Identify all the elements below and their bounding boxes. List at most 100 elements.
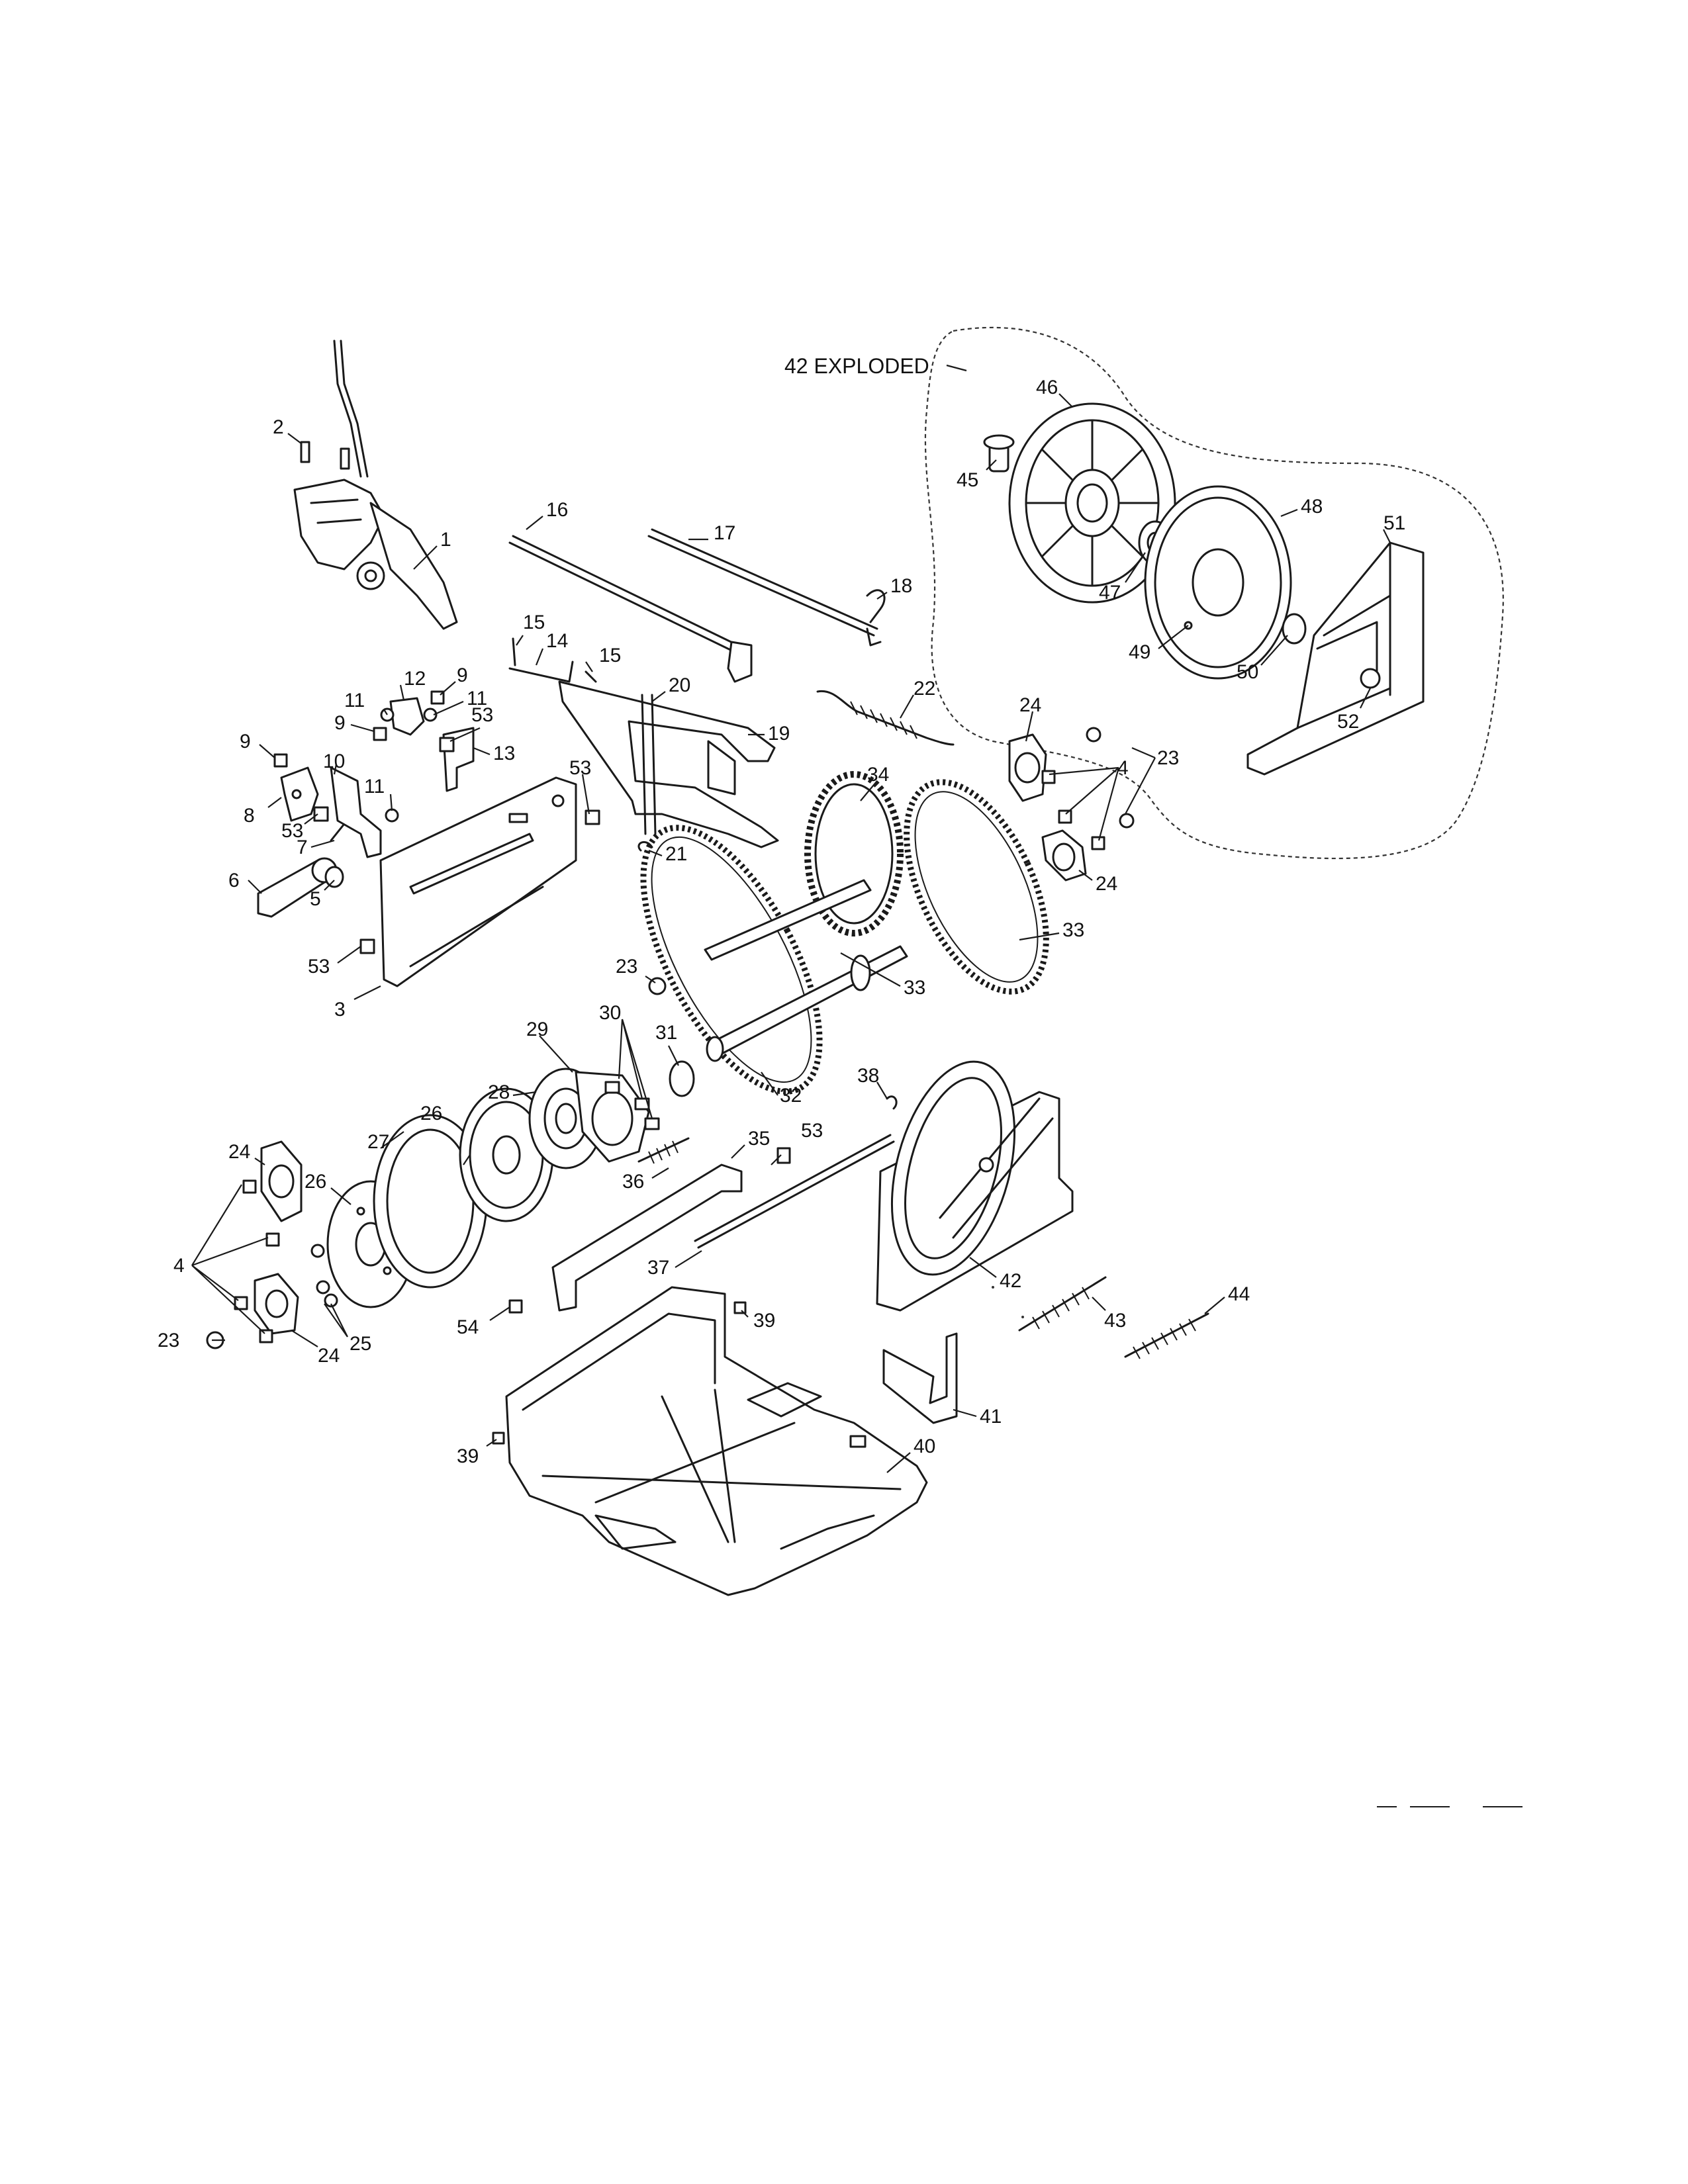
part-15-pins xyxy=(512,637,597,683)
callout-9: 9 xyxy=(240,731,251,752)
part-24-bearing-upper xyxy=(1008,733,1047,802)
part-6-arm xyxy=(257,857,338,918)
callout-54: 54 xyxy=(457,1316,479,1338)
part-36-spring xyxy=(637,1137,690,1164)
callout-18: 18 xyxy=(890,575,912,597)
callout-27: 27 xyxy=(367,1131,389,1153)
callout-29: 29 xyxy=(526,1019,548,1040)
callout-38: 38 xyxy=(857,1065,879,1087)
callout-9: 9 xyxy=(457,664,468,686)
callout-17: 17 xyxy=(714,522,735,544)
part-35-bracket xyxy=(551,1163,743,1312)
callout-53: 53 xyxy=(801,1120,823,1142)
part-48-pulley-flange xyxy=(1144,485,1292,680)
callout-9: 9 xyxy=(334,712,346,734)
part-2-screws xyxy=(300,441,350,470)
callout-41: 41 xyxy=(980,1406,1002,1428)
callout-25: 25 xyxy=(350,1333,371,1355)
part-40-shroud xyxy=(505,1286,928,1596)
callout-21: 21 xyxy=(665,843,687,865)
callout-30: 30 xyxy=(599,1002,621,1024)
part-14-link xyxy=(508,660,574,683)
callout-14: 14 xyxy=(546,630,568,652)
callout-24: 24 xyxy=(228,1141,250,1163)
inset-title-leader xyxy=(946,364,967,372)
part-24-bearing-left-top xyxy=(260,1140,303,1222)
part-33-chain-left xyxy=(640,825,823,1095)
callout-49: 49 xyxy=(1129,641,1150,663)
part-8-plate xyxy=(280,766,319,822)
callout-28: 28 xyxy=(488,1081,510,1103)
callout-53: 53 xyxy=(308,956,330,978)
part-24-bearing-lower xyxy=(1041,829,1087,882)
part-4-bolts-left xyxy=(234,1179,280,1343)
callout-48: 48 xyxy=(1301,496,1323,518)
callout-26: 26 xyxy=(420,1103,442,1124)
callout-51: 51 xyxy=(1383,512,1405,534)
leader-lines xyxy=(191,393,1391,1473)
part-38-clip xyxy=(886,1095,898,1110)
part-11-nuts xyxy=(380,707,438,823)
callout-22: 22 xyxy=(914,678,935,700)
callout-23: 23 xyxy=(1157,747,1179,769)
part-5-washer xyxy=(324,866,344,888)
callout-11: 11 xyxy=(344,690,365,711)
callout-4: 4 xyxy=(1117,757,1129,779)
part-17-rod xyxy=(647,528,882,647)
callout-33: 33 xyxy=(904,977,925,999)
callout-44: 44 xyxy=(1228,1283,1250,1305)
part-3-plate xyxy=(379,776,577,987)
callout-24: 24 xyxy=(1019,694,1041,716)
callout-39: 39 xyxy=(457,1445,479,1467)
part-22-spring xyxy=(816,690,955,746)
part-44-spring xyxy=(1124,1312,1209,1359)
inset-title: 42 EXPLODED xyxy=(784,354,929,378)
callout-31: 31 xyxy=(655,1022,677,1044)
part-43-spring xyxy=(1018,1276,1107,1332)
callout-35: 35 xyxy=(748,1128,770,1150)
part-42-pulley-assembly xyxy=(876,1060,1074,1312)
part-32-shaft xyxy=(704,879,908,1062)
part-41-bracket xyxy=(882,1332,958,1424)
callout-46: 46 xyxy=(1036,377,1058,398)
callout-labels: 1 2 3 4 4 5 6 7 8 9 9 9 10 11 11 11 12 1… xyxy=(158,377,1405,1467)
callout-53: 53 xyxy=(281,820,303,842)
callout-33: 33 xyxy=(1062,919,1084,941)
part-50-bushing xyxy=(1282,613,1307,645)
part-46-pulley-half xyxy=(1008,402,1176,604)
part-54-bolt xyxy=(508,1299,523,1314)
callout-23: 23 xyxy=(616,956,637,978)
callout-23: 23 xyxy=(158,1330,179,1351)
callout-24: 24 xyxy=(1096,873,1117,895)
callout-52: 52 xyxy=(1337,711,1359,733)
callout-36: 36 xyxy=(622,1171,644,1193)
part-16-rod xyxy=(508,535,753,683)
callout-40: 40 xyxy=(914,1435,935,1457)
part-7-pin xyxy=(330,823,346,842)
callout-13: 13 xyxy=(493,743,515,764)
callout-11: 11 xyxy=(467,688,487,709)
part-39-screws xyxy=(492,1301,747,1445)
part-18-clip xyxy=(866,589,886,623)
callout-2: 2 xyxy=(273,416,284,438)
callout-37: 37 xyxy=(647,1257,669,1279)
callout-47: 47 xyxy=(1099,582,1121,604)
callout-3: 3 xyxy=(334,999,346,1021)
callout-8: 8 xyxy=(244,805,255,827)
callout-5: 5 xyxy=(310,888,321,910)
part-45-stud xyxy=(983,434,1015,473)
part-24-bearing-left-bottom xyxy=(254,1273,299,1335)
part-53-bolt-center xyxy=(776,1147,791,1164)
part-37-rod xyxy=(694,1134,895,1249)
callout-10: 10 xyxy=(323,751,345,772)
scan-marks xyxy=(992,1286,1523,1807)
callout-50: 50 xyxy=(1237,661,1258,683)
inset-42-exploded: 42 EXPLODED xyxy=(784,326,1504,860)
callout-4: 4 xyxy=(173,1255,185,1277)
callout-12: 12 xyxy=(404,668,426,690)
part-25-washers xyxy=(310,1244,338,1308)
part-20-shaft xyxy=(641,694,657,835)
part-33-chain-right xyxy=(904,779,1049,995)
callout-42: 42 xyxy=(1000,1270,1021,1292)
